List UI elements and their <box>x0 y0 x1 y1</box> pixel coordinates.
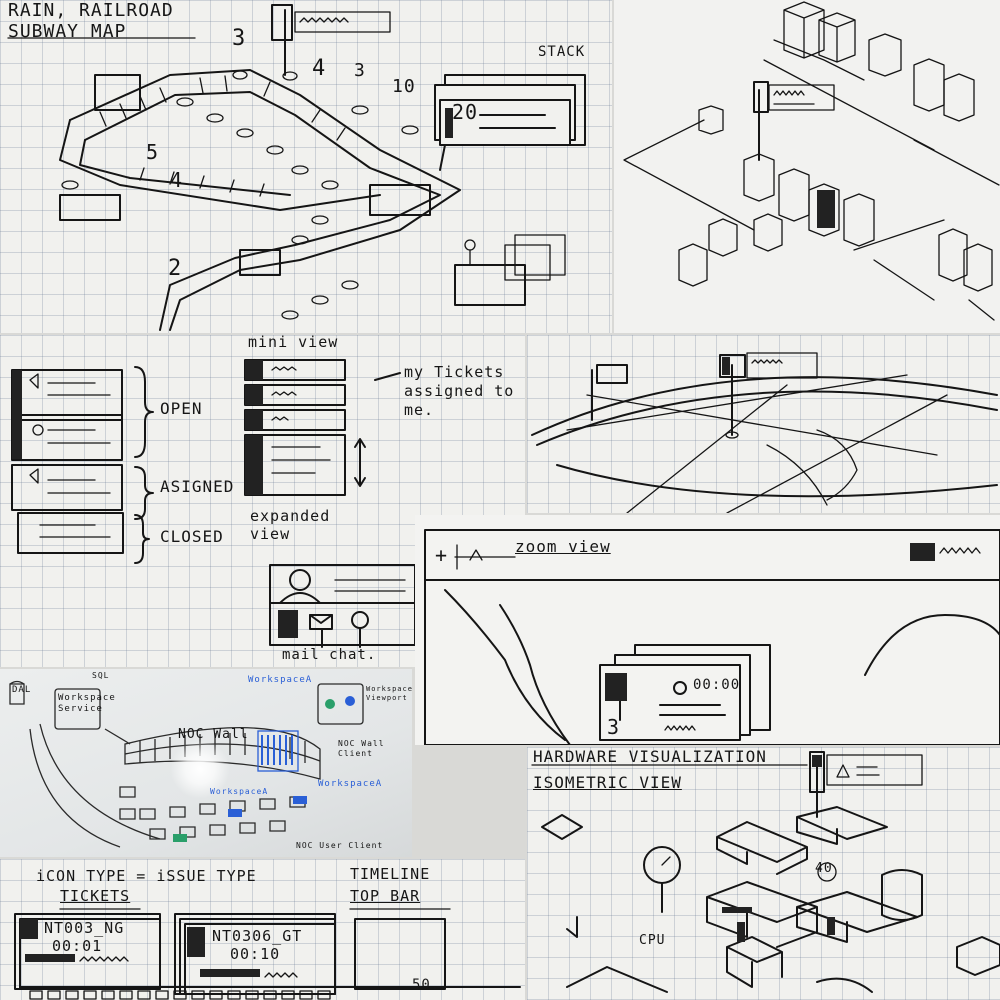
top-bar-label: TOP BAR <box>350 887 420 905</box>
hardware-visualization-sketch: HARDWARE VISUALIZATION ISOMETRIC VIEW CP… <box>527 747 1000 1000</box>
subway-title-line1: RAIN, RAILROAD <box>8 0 174 21</box>
noc-user-client-label: NOC User Client <box>296 841 383 850</box>
tickets-label: TICKETS <box>60 887 130 905</box>
globe-drawing <box>527 335 1000 513</box>
subway-num-1: 3 <box>232 26 246 51</box>
subway-title-line2: SUBWAY MAP <box>8 21 174 42</box>
workspace-viewport-label: Workspace Viewport <box>366 685 410 703</box>
workspace-a-label-middle: WorkspaceA <box>210 787 268 796</box>
open-label: OPEN <box>160 399 203 418</box>
icon-type-label: iCON TYPE = iSSUE TYPE <box>36 867 257 885</box>
noc-wall-client-label: NOC Wall Client <box>338 739 402 759</box>
assigned-label: ASIGNED <box>160 477 234 496</box>
subway-num-4: 10 <box>392 76 416 97</box>
workspace-a-label-top: WorkspaceA <box>248 675 312 685</box>
noc-whiteboard: DAL SQL Workspace Service NOC Wall Works… <box>0 669 412 857</box>
hardware-subtitle: ISOMETRIC VIEW <box>533 773 682 792</box>
cpu-label: CPU <box>639 933 665 948</box>
ticket-card-2[interactable]: NT0306_GT 00:10 <box>212 927 302 963</box>
ticket-2-time: 00:10 <box>212 945 302 963</box>
workspace-a-label-right: WorkspaceA <box>318 779 382 789</box>
noc-wall-label: NOC Wall <box>178 727 249 742</box>
zoom-timer: 00:00 <box>693 677 740 693</box>
gauge-value: 40 <box>815 861 833 876</box>
expanded-view-label: expanded view <box>250 507 360 543</box>
ticket-1-time: 00:01 <box>44 937 124 955</box>
sql-label: SQL <box>92 671 109 680</box>
timeline-value: 50. <box>412 977 440 993</box>
subway-map-drawing <box>0 0 612 333</box>
subway-num-6: 4 <box>170 168 183 192</box>
mail-chat-label: mail chat. <box>282 647 376 663</box>
subway-num-7: 20 <box>452 100 478 124</box>
ticket-card-1[interactable]: NT003_NG 00:01 <box>44 919 124 955</box>
subway-num-5: 5 <box>146 140 159 164</box>
subway-num-8: 2 <box>168 256 182 281</box>
stack-label: STACK <box>538 44 585 60</box>
hardware-title: HARDWARE VISUALIZATION <box>533 747 767 766</box>
globe-sketch <box>527 335 1000 513</box>
zoom-count: 3 <box>607 715 620 739</box>
subway-num-2: 4 <box>312 56 326 81</box>
ticket-1-id: NT003_NG <box>44 919 124 937</box>
isometric-buildings-sketch <box>614 0 1000 333</box>
my-tickets-label: my Tickets assigned to me. <box>404 363 524 420</box>
closed-label: CLOSED <box>160 527 224 546</box>
zoom-view-sketch: + zoom view 00:00 3 <box>415 515 1000 745</box>
timeline-label: TIMELINE <box>350 865 430 883</box>
workspace-service-label: Workspace Service <box>58 693 100 715</box>
zoom-view-label: zoom view <box>515 537 611 556</box>
isometric-buildings-drawing <box>614 0 1000 333</box>
zoom-view-drawing <box>415 515 1000 745</box>
zoom-plus-button[interactable]: + <box>435 543 448 567</box>
subway-map-sketch: RAIN, RAILROAD SUBWAY MAP STACK 3 4 3 10… <box>0 0 612 333</box>
mini-view-label: mini view <box>248 335 338 351</box>
subway-num-3: 3 <box>354 60 366 81</box>
ticket-cards-sketch: iCON TYPE = iSSUE TYPE TICKETS TIMELINE … <box>0 859 525 1000</box>
ticket-2-id: NT0306_GT <box>212 927 302 945</box>
db-label: DAL <box>12 685 31 695</box>
subway-title: RAIN, RAILROAD SUBWAY MAP <box>8 0 174 42</box>
